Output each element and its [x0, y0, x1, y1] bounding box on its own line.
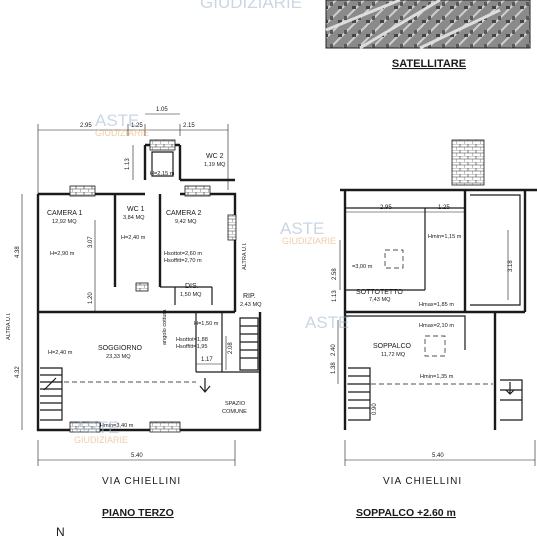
wc1-height: H=2,40 m: [121, 235, 146, 241]
r-dim-240: 2.40: [331, 344, 337, 356]
dim-top-295: 2.95: [80, 123, 92, 129]
dim-120: 1.20: [88, 292, 94, 304]
dim-307: 3.07: [88, 236, 94, 248]
camera2-hsoffitto: Hsoffitt=2,70 m: [164, 258, 202, 264]
right-caption: SOPPALCO +2.60 m: [356, 507, 456, 519]
camera1-area: 12,92 MQ: [52, 219, 77, 225]
spazio-line1: SPAZIO: [225, 401, 246, 407]
soggiorno-side-note: angolo cottura: [162, 309, 168, 345]
r-dim-258: 2.58: [332, 268, 338, 280]
side-label-right: ALTRA U.I.: [242, 242, 248, 270]
soggiorno-area: 23,33 MQ: [106, 354, 131, 360]
watermark-aste-2: ASTE: [280, 219, 324, 238]
right-plan: 2.95 1.25 Hmin=1,15 m =3,00 m 2.58 1.13 …: [331, 139, 537, 519]
watermark-aste-3: ASTE: [305, 313, 349, 332]
rip-area: 2,43 MQ: [240, 302, 262, 308]
soppalco-hmin: Hmin=1,35 m: [420, 374, 454, 380]
r-dim-top-125: 1.25: [438, 205, 450, 211]
left-street: VIA CHIELLINI: [102, 476, 181, 487]
watermark-aste-1: ASTE: [95, 111, 139, 130]
dim-113: 1.13: [125, 158, 131, 170]
sottotetto-hmax: Hmax=1,85 m: [419, 302, 454, 308]
soggiorno-hsottot: Hsottot=1,88: [176, 337, 208, 343]
north-label: N: [56, 525, 65, 537]
soggiorno-height: H=2,40 m: [48, 350, 73, 356]
spazio-line2: COMUNE: [222, 409, 247, 415]
wc1-area: 3,84 MQ: [123, 215, 145, 221]
r-hmin-top: Hmin=1,15 m: [428, 234, 462, 240]
wc2-area: 1,19 MQ: [204, 162, 226, 168]
r-dim-bottom-540: 5.40: [432, 453, 444, 459]
watermark-aste-4: ASTE: [75, 418, 119, 437]
label-h150: H=1,50 m: [194, 321, 219, 327]
wc1-name: WC 1: [127, 206, 145, 213]
dim-top-215: 2.15: [183, 123, 195, 129]
camera2-name: CAMERA 2: [166, 210, 202, 217]
r-dim-138: 1.38: [331, 362, 337, 374]
stairs-left: [40, 367, 63, 421]
dim-left-432: 4.32: [15, 366, 21, 378]
soppalco-area: 11,72 MQ: [381, 352, 406, 358]
dim-left-438: 4.38: [15, 246, 21, 258]
soggiorno-hsoffitto: Hsoffitt=1,95: [176, 344, 207, 350]
soggiorno-hmin: Hmin=3,40 m: [100, 423, 134, 429]
dis-name: DIS.: [185, 283, 199, 290]
camera2-hsottot: Hsottot=2,60 m: [164, 251, 202, 257]
dim-top-125: 1.25: [131, 123, 143, 129]
soppalco-name: SOPPALCO: [373, 343, 412, 350]
r-dim-113: 1.13: [332, 290, 338, 302]
dis-area: 1,50 MQ: [180, 292, 202, 298]
camera1-height: H=2,90 m: [50, 251, 75, 257]
camera1-name: CAMERA 1: [47, 210, 83, 217]
r-dim-318: 3.18: [508, 260, 514, 272]
dim-top-105: 1.05: [156, 107, 168, 113]
rip-name: RIP.: [243, 293, 256, 300]
side-label-left: ALTRA U.I.: [6, 312, 12, 340]
stairs-soppalco: [348, 367, 523, 421]
wc2-name: WC 2: [206, 153, 224, 160]
watermark-giud-1: GIUDIZIARIE: [95, 128, 149, 138]
r-dim-090: 0.90: [372, 403, 378, 415]
wc2-height: H=2,15 m: [150, 171, 175, 177]
satellite-image: [325, 0, 531, 50]
stairs-right: [199, 317, 259, 393]
watermark-giud-4: GIUDIZIARIE: [74, 435, 128, 445]
camera2-area: 9,42 MQ: [175, 219, 197, 225]
sottotetto-area: 7,43 MQ: [369, 297, 391, 303]
r-hmax-low: Hmax=2,10 m: [419, 323, 454, 329]
r-h300: =3,00 m: [352, 264, 373, 270]
dim-117: 1.17: [201, 357, 213, 363]
sottotetto-name: SOTTOTETTO: [356, 289, 403, 296]
watermark-giud-2: GIUDIZIARIE: [282, 236, 336, 246]
left-plan: 2.95 1.05 1.25 2.15 1.13 H=2,15 m WC 2 1…: [6, 107, 262, 519]
soggiorno-name: SOGGIORNO: [98, 345, 143, 352]
dim-208: 2.08: [228, 342, 234, 354]
watermark-top: GIUDIZIARIE: [200, 0, 302, 12]
right-street: VIA CHIELLINI: [383, 476, 462, 487]
dim-bottom-540: 5.40: [131, 453, 143, 459]
left-caption: PIANO TERZO: [102, 507, 174, 519]
satellite-caption: SATELLITARE: [392, 58, 466, 70]
r-dim-top-295: 2.95: [380, 205, 392, 211]
